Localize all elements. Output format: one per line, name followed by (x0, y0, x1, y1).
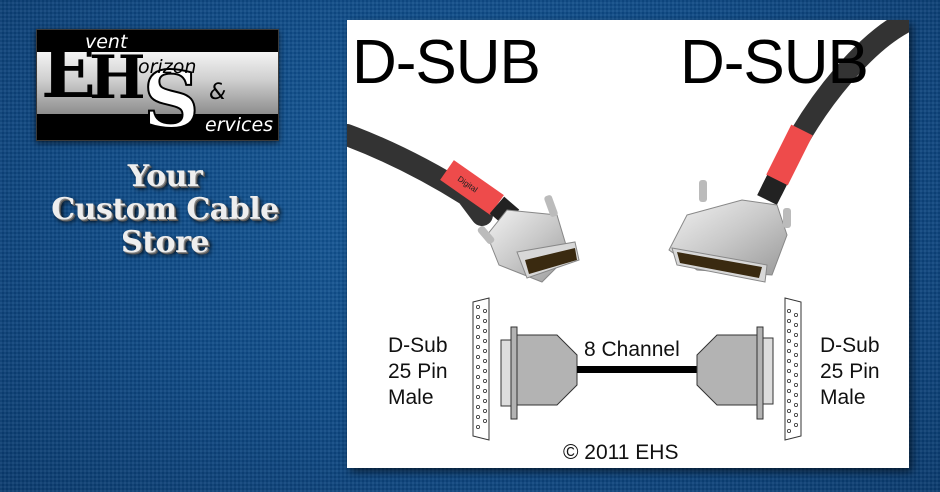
copyright: © 2011 EHS (563, 441, 679, 464)
wiring-diagram (472, 297, 802, 441)
left-plug-icon (500, 326, 578, 420)
right-label-line-2: 25 Pin (820, 360, 880, 383)
right-plug-icon (696, 326, 774, 420)
left-pin-face-icon (472, 297, 490, 441)
cable-photo: Digital (347, 20, 909, 283)
product-panel: Digital D-SUB D-SUB (347, 20, 909, 468)
tagline: Your Custom Cable Store (20, 160, 310, 259)
left-label-line-3: Male (388, 386, 434, 409)
channel-label: 8 Channel (584, 338, 680, 361)
left-connector-label: D-Sub 25 Pin Male (388, 333, 448, 411)
logo-word-ervices: ervices (205, 114, 274, 136)
ehs-logo: E H S vent orizon & ervices (36, 29, 279, 141)
right-label-line-3: Male (820, 386, 866, 409)
tagline-line-2: Custom Cable (51, 192, 279, 227)
right-connector-label: D-Sub 25 Pin Male (820, 333, 880, 411)
title-dsub-right: D-SUB (680, 28, 869, 97)
cable-line (577, 366, 697, 373)
logo-band (37, 52, 278, 114)
logo-word-vent: vent (85, 31, 128, 53)
logo-initial-s: S (142, 55, 200, 141)
tagline-line-3: Store (121, 225, 209, 260)
right-connector-photo (668, 20, 909, 283)
left-connector-photo: Digital (347, 124, 580, 283)
logo-initial-e: E (41, 29, 96, 114)
title-dsub-left: D-SUB (352, 28, 541, 97)
logo-initial-h: H (89, 43, 146, 113)
right-label-line-1: D-Sub (820, 334, 880, 357)
left-label-line-2: 25 Pin (388, 360, 448, 383)
tagline-line-1: Your (127, 159, 203, 194)
logo-word-orizon: orizon (138, 56, 197, 78)
left-label-line-1: D-Sub (388, 334, 448, 357)
right-pin-face-icon (784, 297, 802, 441)
logo-word-ampersand: & (209, 80, 227, 105)
